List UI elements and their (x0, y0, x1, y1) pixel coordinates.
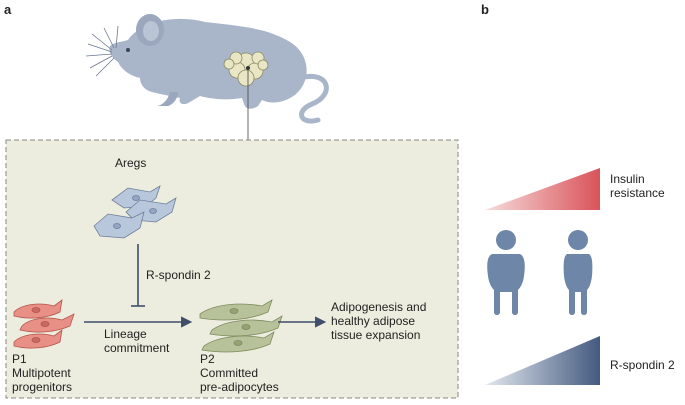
detail-box (5, 139, 459, 399)
person-icon-lean (563, 230, 593, 315)
outcome-line3: tissue expansion (331, 328, 421, 342)
rspondin-inhibitor-label: R-spondin 2 (146, 268, 211, 282)
adipose-depot (223, 51, 269, 87)
outcome-line2: healthy adipose (331, 314, 416, 328)
p1-cells (13, 299, 75, 349)
lineage-line2: commitment (104, 341, 170, 355)
p2-cells (199, 299, 283, 353)
mouse-illustration (85, 14, 329, 140)
lineage-commitment-label: Lineage commitment (104, 327, 169, 355)
panel-letter-a: a (4, 2, 12, 17)
rspondin-wedge (485, 336, 600, 385)
insulin-line1: Insulin (610, 172, 645, 186)
insulin-line2: resistance (610, 186, 665, 200)
rspondin-level-label: R-spondin 2 (610, 358, 675, 372)
p1-label-line1: P1 (12, 352, 27, 366)
p1-label: P1 Multipotent progenitors (12, 352, 72, 394)
inhibition-line (131, 244, 145, 307)
p2-label-line3: pre-adipocytes (200, 380, 279, 394)
lineage-line1: Lineage (104, 327, 147, 341)
person-icon-obese (487, 230, 525, 315)
insulin-resistance-wedge (485, 168, 600, 210)
p2-label-line2: Committed (200, 366, 259, 380)
outcome-label: Adipogenesis and healthy adipose tissue … (331, 300, 426, 342)
insulin-resistance-label: Insulin resistance (610, 172, 665, 200)
p2-label: P2 Committed pre-adipocytes (200, 352, 279, 394)
areg-cells (93, 185, 177, 239)
p2-label-line1: P2 (200, 352, 215, 366)
panel-letter-b: b (481, 2, 489, 17)
aregs-label: Aregs (115, 156, 147, 170)
outcome-line1: Adipogenesis and (331, 300, 427, 314)
p1-label-line2: Multipotent (12, 366, 71, 380)
p1-label-line3: progenitors (12, 380, 73, 394)
